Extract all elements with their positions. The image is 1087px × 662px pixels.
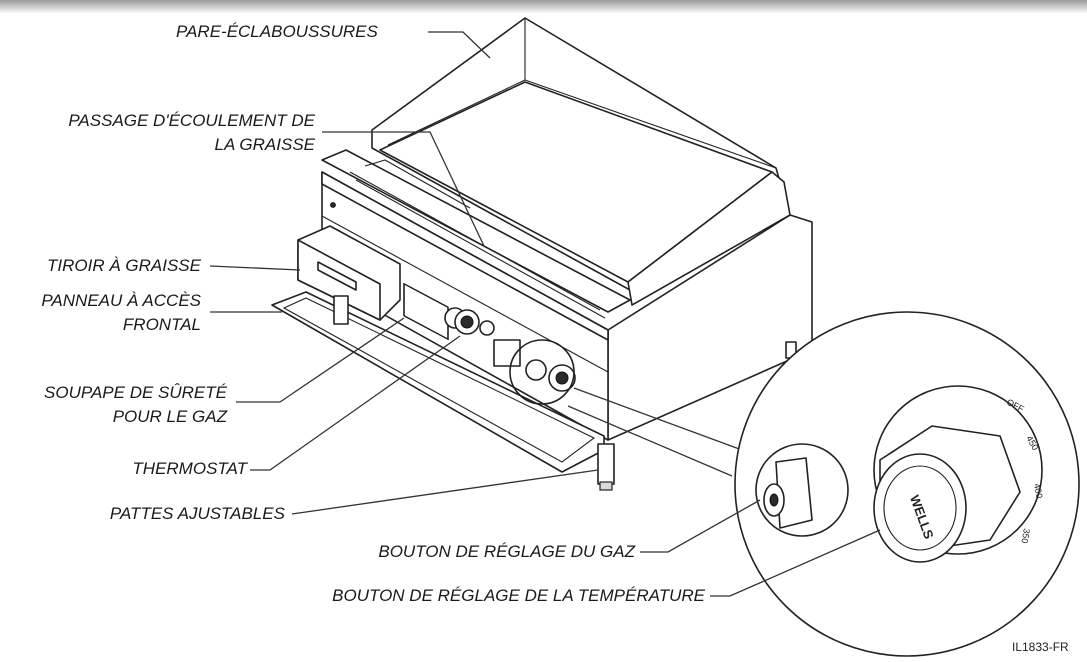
label-grease-drawer: TIROIR À GRAISSE bbox=[47, 256, 201, 275]
label-front-panel-line2: FRONTAL bbox=[122, 315, 201, 334]
label-gas-valve-line2: POUR LE GAZ bbox=[112, 407, 227, 426]
label-gas-valve-line1: SOUPAPE DE SÛRETÉ bbox=[44, 383, 227, 402]
label-thermostat: THERMOSTAT bbox=[132, 459, 247, 478]
front-access-panel bbox=[271, 291, 605, 473]
figure-id: IL1833-FR bbox=[1012, 640, 1069, 654]
knob-400-text: 400 bbox=[1032, 483, 1044, 500]
label-adjustable-legs: PATTES AJUSTABLES bbox=[109, 504, 285, 523]
grease-drawer bbox=[297, 225, 401, 321]
knob-detail-zoom: WELLS OFF 450 400 350 bbox=[567, 311, 1080, 657]
label-gas-knob: BOUTON DE RÉGLAGE DU GAZ bbox=[378, 542, 635, 561]
temp-knob-detail: WELLS OFF 450 400 350 bbox=[873, 385, 1044, 563]
front-controls bbox=[403, 282, 576, 405]
label-grease-trough-line1: PASSAGE D'ÉCOULEMENT DE bbox=[68, 111, 315, 130]
label-temp-knob: BOUTON DE RÉGLAGE DE LA TEMPÉRATURE bbox=[332, 586, 705, 605]
top-band bbox=[0, 0, 1087, 14]
leader-lines bbox=[209, 31, 881, 597]
gas-knob-detail bbox=[755, 443, 849, 537]
label-splash-guard: PARE-ÉCLABOUSSURES bbox=[176, 22, 378, 41]
label-front-panel-line1: PANNEAU À ACCÈS bbox=[41, 291, 201, 310]
label-grease-trough-line2: LA GRAISSE bbox=[214, 135, 315, 154]
adjustable-legs bbox=[333, 295, 797, 491]
knob-350-text: 350 bbox=[1019, 528, 1031, 545]
